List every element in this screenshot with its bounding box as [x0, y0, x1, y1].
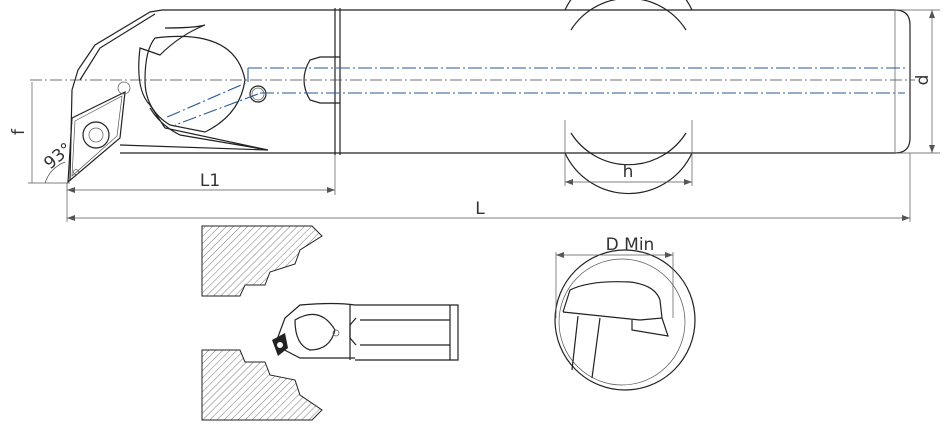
coolant-hole: [249, 85, 267, 103]
torx-screw-icon: [82, 121, 110, 149]
workpiece-bottom: [201, 349, 323, 421]
dimension-L1: L1: [67, 155, 336, 195]
workpiece-top: [201, 225, 323, 297]
coolant-channel: [164, 67, 905, 126]
insert: [67, 81, 131, 184]
flat-sphere: [570, 0, 687, 166]
mini-tool: [272, 302, 459, 361]
dim-f-label: f: [9, 128, 29, 135]
dimension-f: f: [9, 82, 70, 184]
dim-d-min-label: D Min: [606, 235, 655, 255]
dimension-L: L: [66, 153, 911, 222]
tool-head: [69, 9, 335, 181]
dim-L1-label: L1: [200, 171, 220, 191]
dim-h-label: h: [623, 162, 634, 182]
dim-d-label: d: [913, 75, 933, 86]
d-min-view: D Min: [554, 235, 696, 391]
dimension-h: h: [564, 120, 693, 186]
dim-L-label: L: [475, 199, 485, 219]
shank: [303, 0, 911, 195]
dimension-d: d: [895, 9, 940, 154]
